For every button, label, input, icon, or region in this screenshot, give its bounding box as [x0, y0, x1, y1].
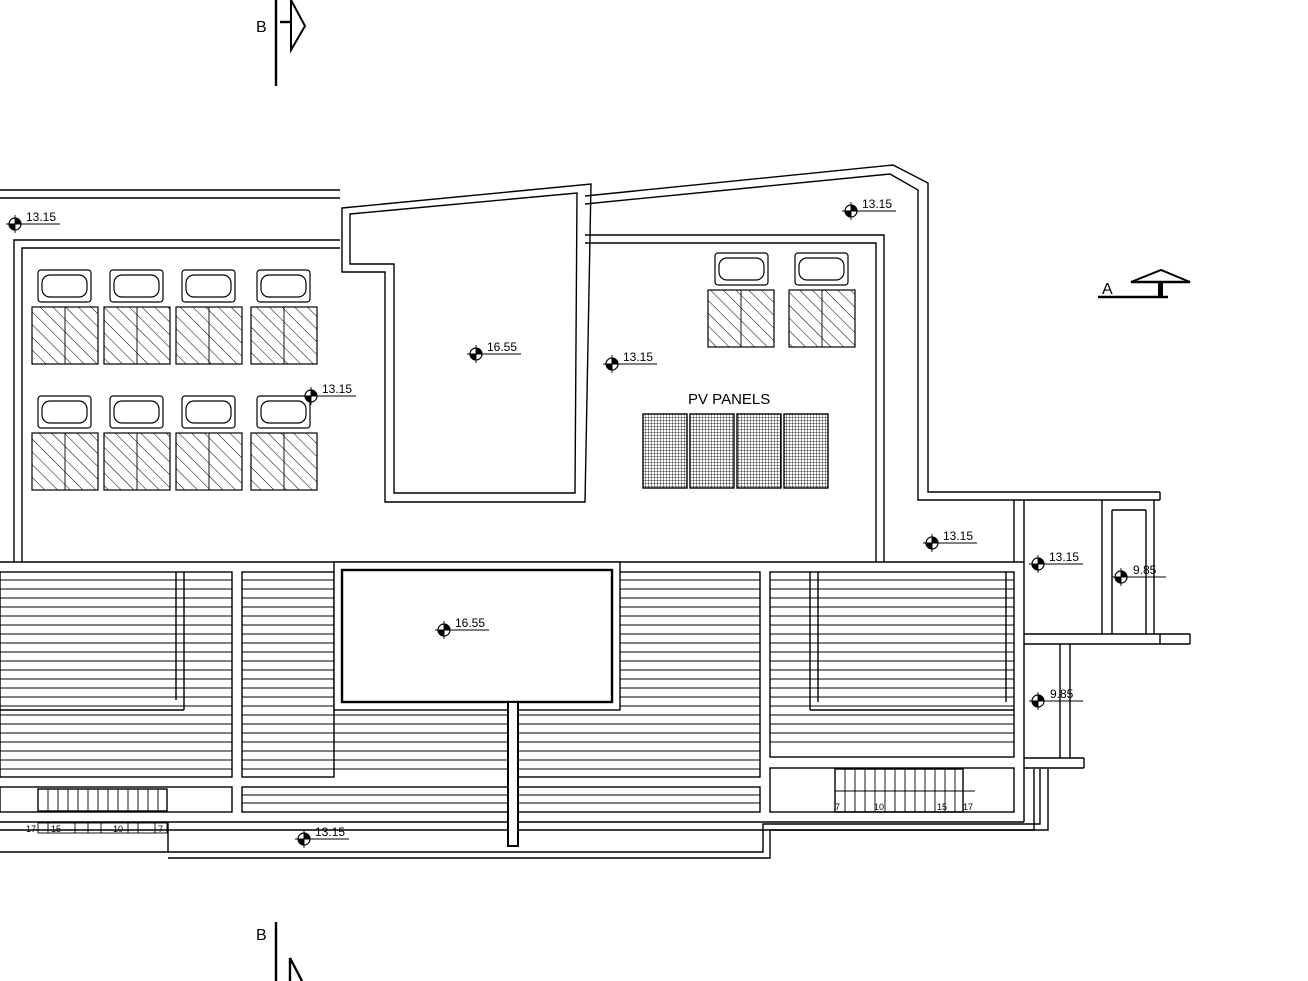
lower-strip-1	[0, 786, 233, 813]
louvre-block-2	[241, 571, 508, 778]
ac-unit	[103, 395, 171, 491]
elevation-mark: 13.15	[603, 350, 657, 373]
elevation-mark: 9.85	[1112, 563, 1166, 586]
elevation-label: 13.15	[315, 825, 345, 839]
ac-unit	[31, 269, 99, 365]
louvre-block-1	[0, 571, 233, 778]
equipment-group-right	[707, 252, 856, 348]
ac-unit	[250, 395, 318, 491]
elevation-mark: 13.15	[295, 825, 349, 848]
elevation-label: 13.15	[322, 382, 352, 396]
east-annex	[1013, 500, 1191, 769]
ac-unit	[31, 395, 99, 491]
ac-unit	[103, 269, 171, 365]
roof-core-lower	[333, 561, 621, 847]
stair-left: 17 15 10 7	[26, 788, 168, 834]
roof-core-upper	[341, 183, 592, 503]
pv-panel-array: PV PANELS	[642, 391, 829, 489]
section-marker-a: A	[1098, 268, 1191, 299]
stair-left-num-4: 7	[158, 824, 163, 834]
elevation-label: 13.15	[943, 529, 973, 543]
stair-left-num-3: 10	[113, 824, 123, 834]
stair-right-num-4: 17	[963, 802, 973, 812]
elevation-label: 13.15	[862, 197, 892, 211]
louvre-block-4	[769, 571, 1015, 758]
stair-right-num-3: 15	[937, 802, 947, 812]
elevation-mark: 16.55	[435, 616, 489, 639]
lower-strip-3	[769, 767, 1015, 813]
ac-unit	[250, 269, 318, 365]
elevation-label: 16.55	[455, 616, 485, 630]
elevation-mark: 13.15	[842, 197, 896, 220]
stair-left-num-2: 15	[51, 824, 61, 834]
elevation-mark: 13.15	[6, 210, 60, 233]
stair-left-num-1: 17	[26, 824, 36, 834]
elevation-mark: 16.55	[467, 340, 521, 363]
elevation-mark: 13.15	[923, 529, 977, 552]
elevation-markers: 13.15 13.15 16.55 13.15	[6, 197, 1166, 848]
lower-strip-2	[241, 786, 761, 813]
section-label-b-top: B	[256, 19, 267, 36]
elevation-label: 9.85	[1050, 687, 1074, 701]
elevation-label: 13.15	[26, 210, 56, 224]
section-marker-b-top: B	[256, 0, 307, 86]
elevation-mark: 9.85	[1029, 687, 1083, 710]
ac-unit	[175, 395, 243, 491]
section-label-a: A	[1102, 281, 1113, 298]
elevation-label: 16.55	[487, 340, 517, 354]
ac-unit	[707, 252, 775, 348]
pv-panels-label: PV PANELS	[688, 391, 770, 408]
section-marker-b-bottom: B	[256, 922, 304, 981]
section-label-b-bottom: B	[256, 927, 267, 944]
elevation-mark: 13.15	[1029, 550, 1083, 573]
ac-unit	[788, 252, 856, 348]
elevation-label: 13.15	[1049, 550, 1079, 564]
elevation-label: 13.15	[623, 350, 653, 364]
roof-perimeter	[0, 164, 1161, 562]
stair-right-num-2: 10	[874, 802, 884, 812]
elevation-mark: 13.15	[302, 382, 356, 405]
ac-unit	[175, 269, 243, 365]
elevation-label: 9.85	[1133, 563, 1157, 577]
stair-right: 7 10 15 17	[834, 768, 975, 813]
lower-roof-band	[0, 561, 1049, 859]
stair-right-num-1: 7	[835, 802, 840, 812]
equipment-group-left	[31, 269, 318, 491]
